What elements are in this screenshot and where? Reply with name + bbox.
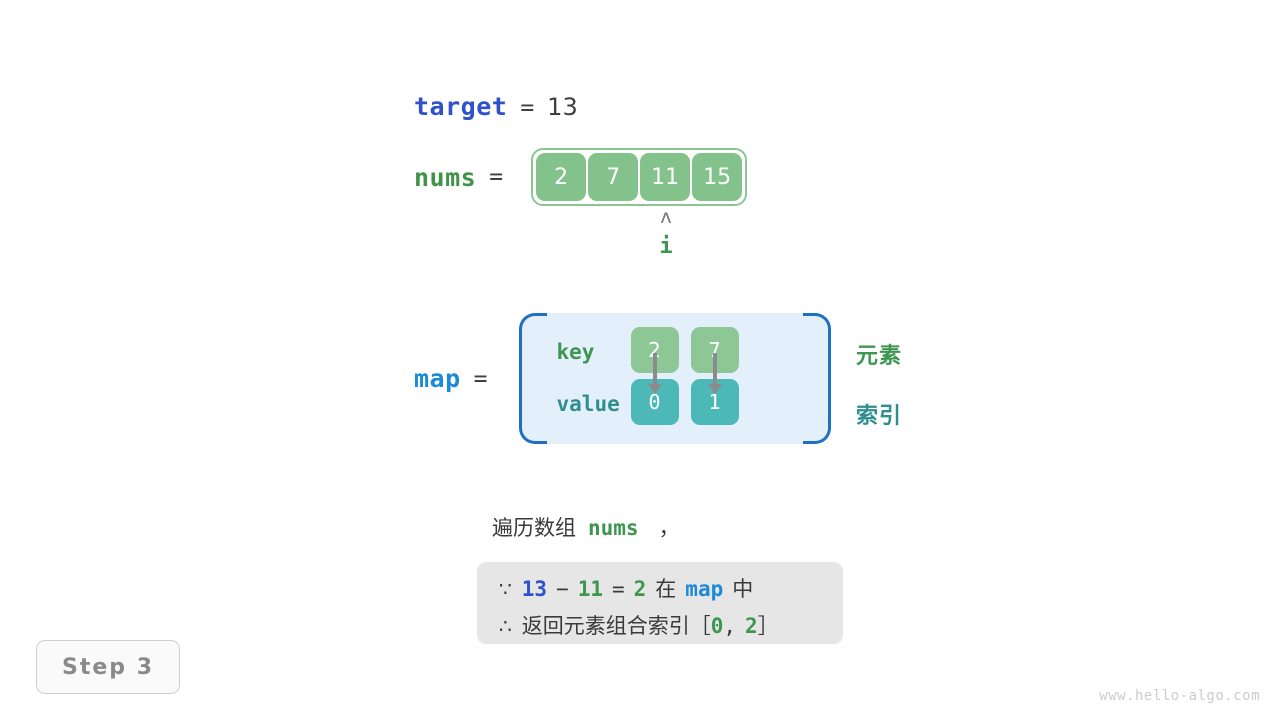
- nums-array-container: 2 7 11 15: [531, 148, 748, 206]
- map-value-cell: 1: [690, 379, 739, 425]
- array-cell: 15: [692, 153, 743, 201]
- nums-variable-label: nums: [414, 162, 477, 192]
- array-cell: 11: [640, 153, 691, 201]
- reasoning-answer-index-1: 2: [745, 614, 758, 638]
- reasoning-bracket-close: ］: [757, 614, 779, 638]
- legend-element-label: 元素: [856, 344, 903, 369]
- reasoning-box: ∵ 13 − 11 = 2 在 map 中 ∴ 返回元素组合索引 ［ 0 , 2…: [477, 562, 843, 644]
- array-cell: 7: [588, 153, 639, 201]
- watermark: www.hello-algo.com: [1099, 688, 1260, 704]
- nums-row: nums = 2 7 11 15: [414, 148, 748, 206]
- reasoning-zai-text: 在: [655, 577, 677, 601]
- caption-line: 遍历数组 nums ，: [492, 512, 680, 542]
- map-legend: 元素 索引: [856, 338, 902, 430]
- caption-suffix: ，: [658, 516, 680, 540]
- caption-code: nums: [588, 516, 639, 540]
- legend-index-label: 索引: [856, 404, 903, 429]
- target-equals-sign: =: [520, 95, 535, 121]
- target-row: target = 13: [414, 92, 578, 121]
- index-pointer-group: ʌ i: [640, 206, 692, 260]
- therefore-symbol-icon: ∴: [499, 614, 512, 638]
- caption-prefix: 遍历数组: [492, 516, 576, 540]
- map-key-row-label: key: [556, 340, 595, 364]
- map-variable-label: map: [414, 364, 461, 393]
- reasoning-operand-b: 11: [577, 577, 603, 601]
- map-equals-sign: =: [473, 365, 488, 392]
- array-cell: 2: [536, 153, 587, 201]
- map-entry-column: 2 0: [630, 327, 679, 425]
- nums-equals-sign: =: [489, 164, 504, 190]
- map-down-arrow-icon: [647, 353, 662, 394]
- map-value-row-label: value: [556, 392, 620, 416]
- reasoning-answer-index-0: 0: [710, 614, 724, 638]
- map-panel: key value 2 0 7 1: [518, 313, 831, 444]
- reasoning-result: 2: [633, 577, 647, 601]
- reasoning-line-because: ∵ 13 − 11 = 2 在 map 中: [499, 573, 821, 610]
- reasoning-minus-sign: −: [556, 577, 569, 601]
- reasoning-line-therefore: ∴ 返回元素组合索引 ［ 0 , 2 ］: [499, 610, 821, 647]
- reasoning-bracket-open: ［: [689, 614, 711, 638]
- reasoning-conclusion-text: 返回元素组合索引: [521, 614, 690, 638]
- map-entry-column: 7 1: [690, 327, 739, 425]
- step-badge: Step 3: [36, 640, 180, 694]
- map-row: map = key value 2 0 7 1: [414, 313, 831, 444]
- reasoning-equals-sign: =: [611, 577, 625, 601]
- reasoning-answer-comma: ,: [723, 614, 737, 638]
- target-value: 13: [547, 93, 578, 121]
- target-variable-label: target: [414, 92, 508, 121]
- reasoning-zhong-text: 中: [732, 577, 754, 601]
- reasoning-map-keyword: map: [685, 577, 724, 601]
- because-symbol-icon: ∵: [499, 577, 512, 601]
- caret-up-icon: ʌ: [660, 206, 672, 228]
- index-pointer-label: i: [659, 234, 673, 259]
- map-down-arrow-icon: [707, 353, 722, 394]
- map-grid: key value 2 0 7 1: [519, 313, 831, 444]
- reasoning-operand-a: 13: [521, 577, 548, 601]
